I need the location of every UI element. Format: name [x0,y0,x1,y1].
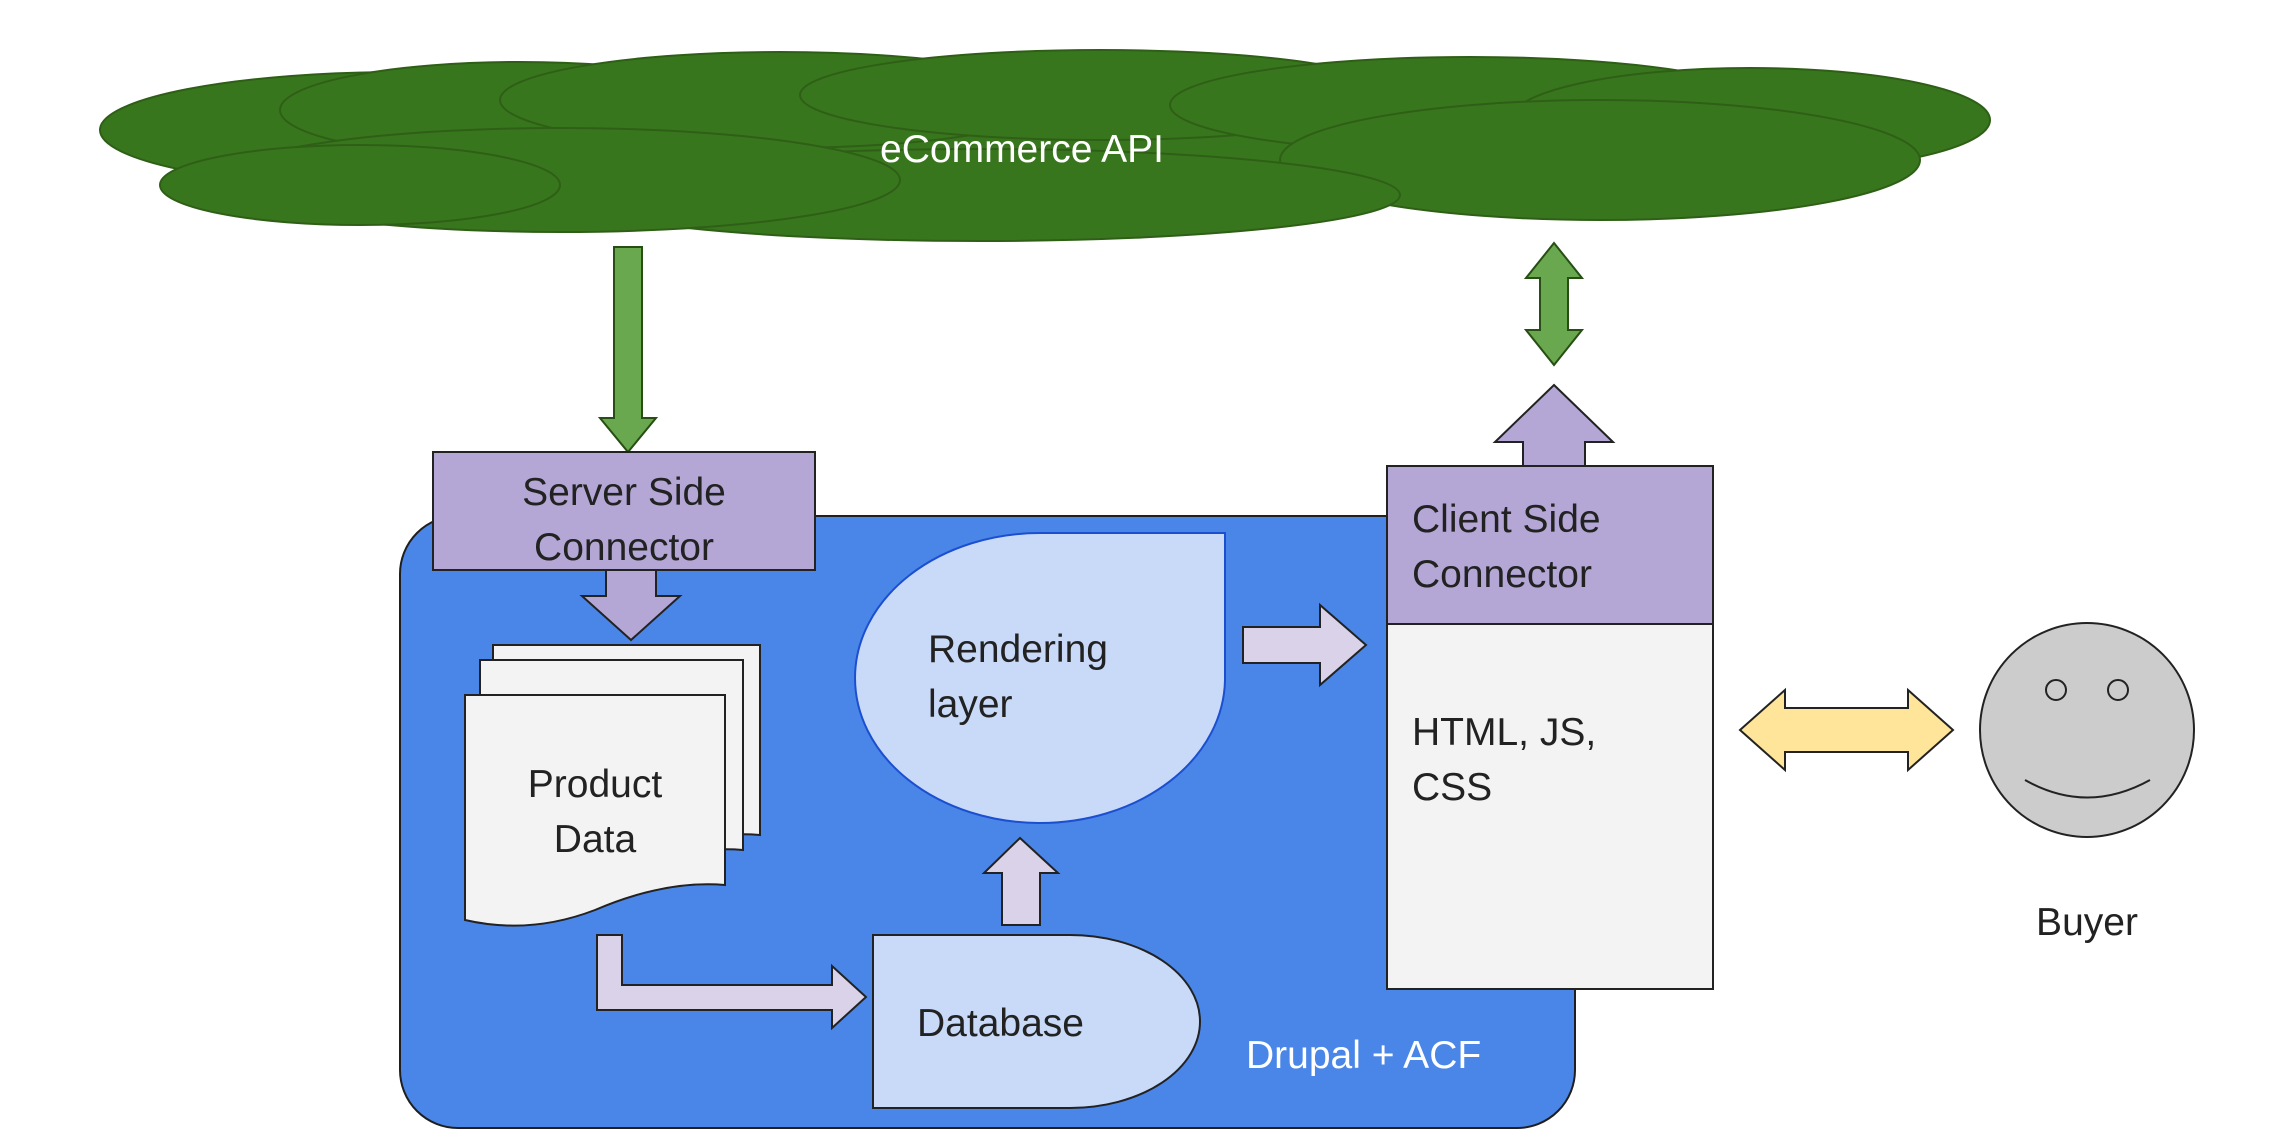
database [872,934,1201,1109]
rendering-to-client-arrow [1242,602,1368,688]
platform-label: Drupal + ACF [1246,1034,1482,1077]
cloud-label: eCommerce API [880,128,1164,171]
server-connector-label-line1: Server Side [522,471,726,514]
client-output-page [1386,623,1714,990]
product-data-label-line1: Product [527,763,663,806]
buyer-face-icon [1979,622,2195,838]
product-data-documents [464,644,761,927]
product-data-label-line2: Data [553,818,637,861]
database-label: Database [917,1002,1084,1045]
rendering-layer-label-line1: Rendering [928,628,1108,671]
server-side-connector [432,451,816,571]
ecommerce-api-cloud [99,49,1991,242]
client-buyer-double-arrow [1738,687,1955,773]
rendering-layer-label-line2: layer [928,683,1013,726]
client-output-label-line1: HTML, JS, [1412,711,1597,754]
server-to-product-arrow [579,569,683,642]
database-to-rendering-arrow [981,836,1061,926]
rendering-layer [854,532,1226,824]
product-to-database-arrow [596,934,868,1031]
api-to-server-arrow [597,246,659,454]
client-output-label-line2: CSS [1412,766,1493,809]
client-to-api-arrow [1492,383,1616,467]
client-side-connector [1386,465,1714,625]
api-client-double-arrow [1523,241,1585,367]
buyer-label: Buyer [2036,901,2138,944]
server-connector-label-line2: Connector [534,526,714,569]
client-connector-label-line2: Connector [1412,553,1592,596]
client-connector-label-line1: Client Side [1412,498,1601,541]
